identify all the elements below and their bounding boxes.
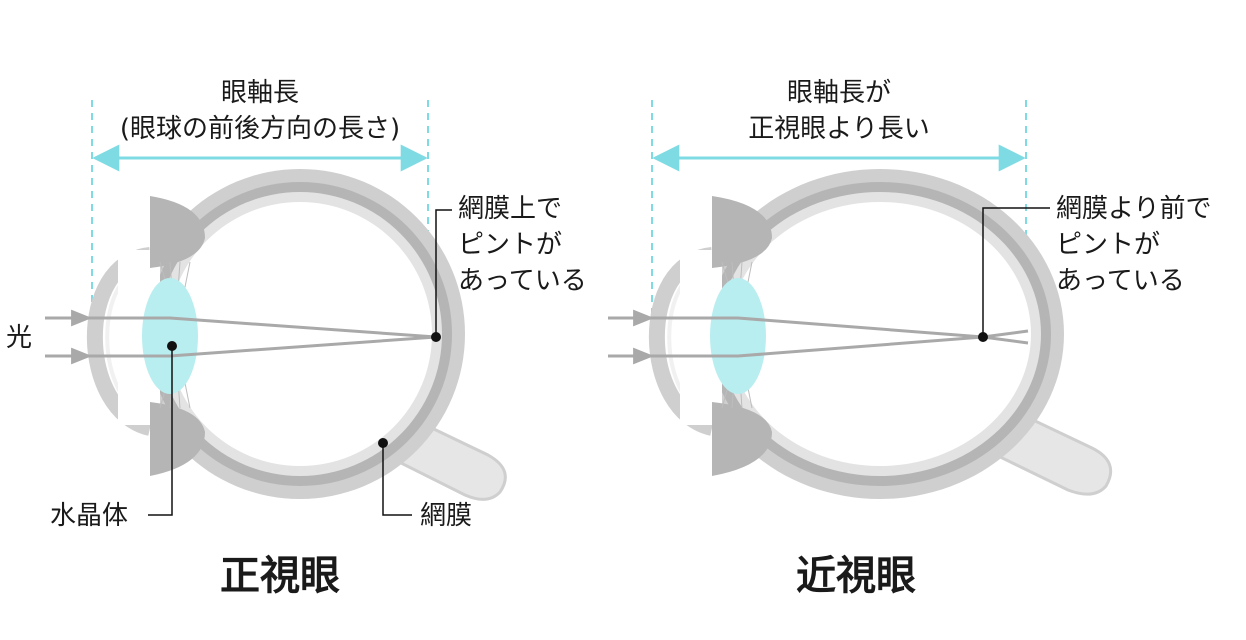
focus-label-left-line2: ピントが: [458, 230, 563, 260]
light-ray-lower: [652, 329, 1029, 358]
iris-lower: [150, 402, 205, 476]
iris-lower: [712, 402, 772, 476]
axial-length-label-right-line1: 眼軸長が: [786, 78, 891, 108]
focus-label-right-line2: ピントが: [1056, 230, 1161, 260]
focus-label-left-line1: 網膜上で: [458, 194, 563, 224]
myopia-title: 近視眼: [796, 553, 916, 599]
light-ray-upper: [90, 316, 437, 339]
focus-leader: [982, 207, 1050, 337]
light-ray-upper: [652, 316, 1029, 345]
myopic-eye: [608, 100, 1113, 499]
focus-label-left-line3: あっている: [458, 266, 587, 296]
emmetropia-title: 正視眼: [220, 553, 340, 599]
lens-label: 水晶体: [50, 501, 129, 531]
focus-leader: [435, 209, 452, 337]
focus-label-right-line3: あっている: [1056, 266, 1185, 296]
light-ray-lower: [90, 335, 437, 358]
crystalline-lens: [710, 278, 766, 394]
vitreous: [729, 202, 1031, 466]
iris-upper: [712, 196, 772, 268]
crystalline-lens: [142, 278, 198, 394]
axial-length-label-left-line2: (眼球の前後方向の長さ): [119, 114, 401, 144]
axial-length-label-left-line1: 眼軸長: [220, 78, 299, 108]
axial-length-label-right-line2: 正視眼より長い: [748, 114, 930, 144]
emmetropic-eye: [45, 100, 507, 516]
retina-label: 網膜: [420, 501, 473, 531]
retina-leader: [382, 443, 412, 516]
lens-leader: [148, 346, 173, 516]
focus-label-right-line1: 網膜より前で: [1056, 194, 1212, 224]
iris-upper: [150, 196, 205, 268]
vitreous: [168, 202, 432, 466]
light-label: 光: [6, 323, 33, 353]
